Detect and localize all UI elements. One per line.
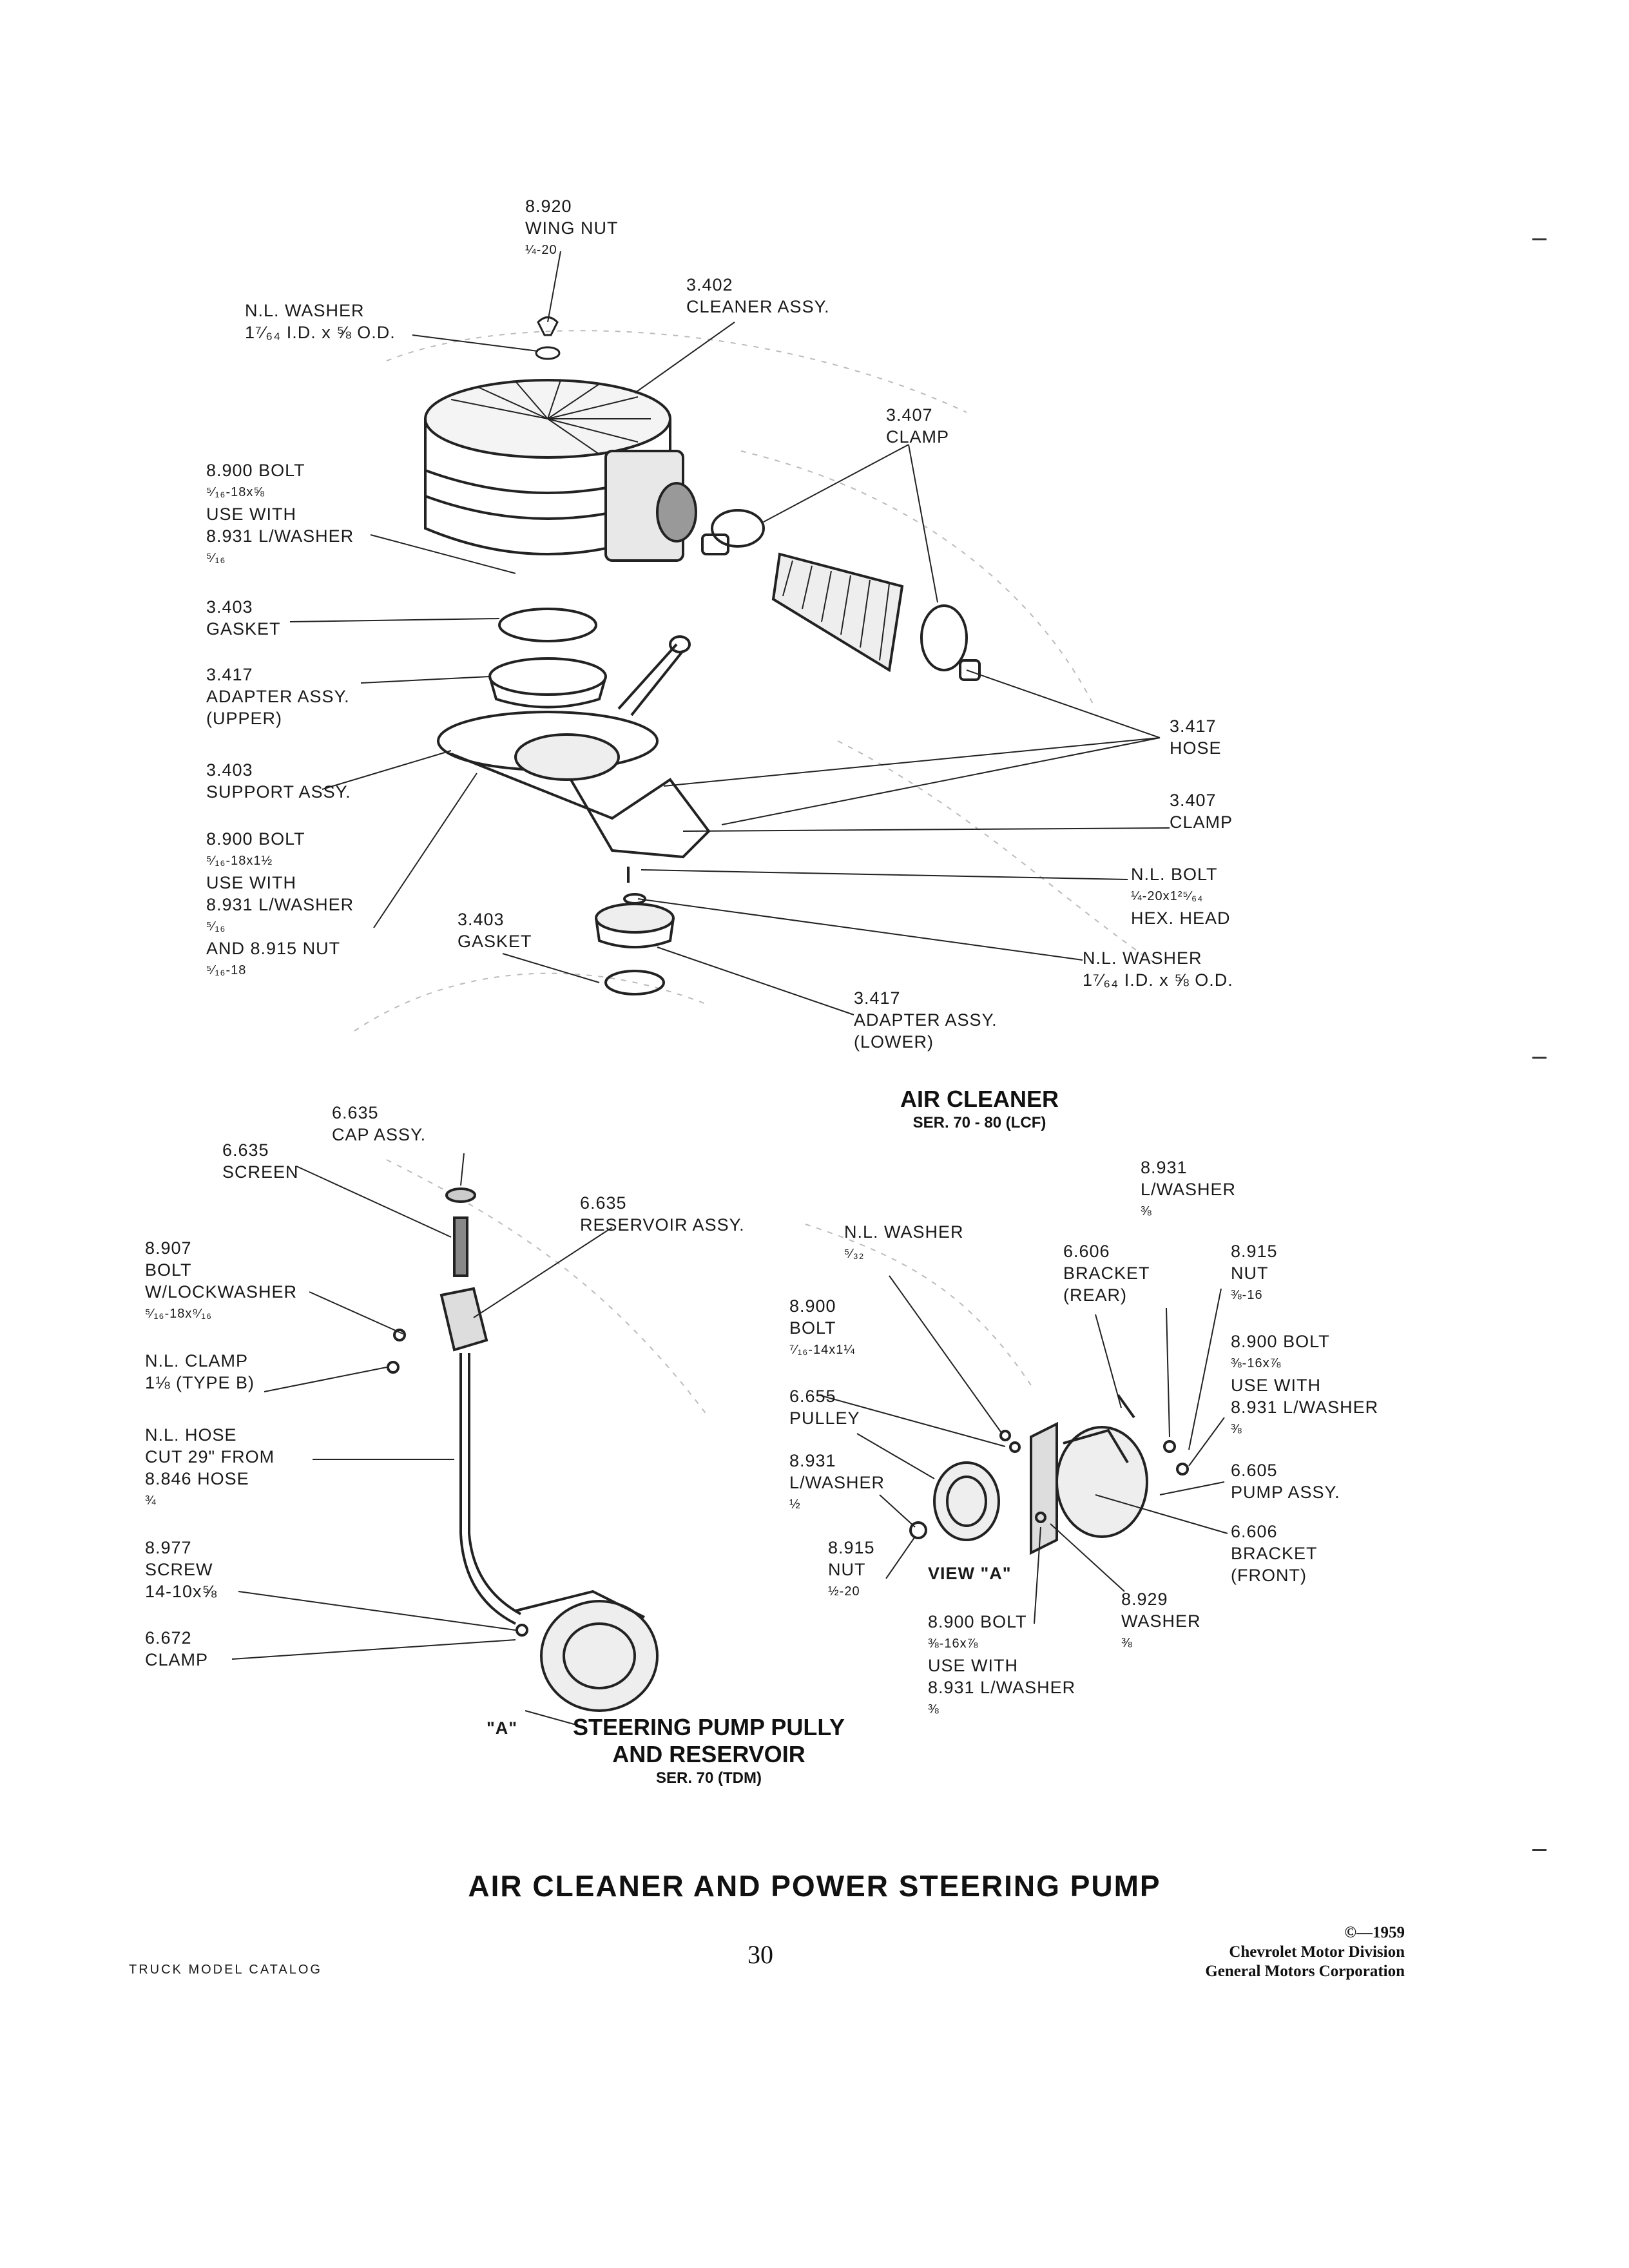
label-view-a: VIEW "A"	[928, 1564, 1012, 1583]
air-cleaner-drawing	[424, 379, 697, 562]
wing-nut-drawing	[535, 316, 561, 360]
support-assembly-drawing	[437, 608, 711, 859]
lower-adapter-drawing	[595, 867, 675, 995]
edge-mark	[1532, 1057, 1547, 1059]
caption-steering: STEERING PUMP PULLY AND RESERVOIR SER. 7…	[572, 1714, 845, 1787]
pump-view-a-drawing	[909, 1394, 1189, 1555]
footer-publisher: ©—1959 Chevrolet Motor Division General …	[1205, 1924, 1405, 1980]
page-title: AIR CLEANER AND POWER STEERING PUMP	[468, 1869, 1161, 1903]
caption-air-cleaner: AIR CLEANER SER. 70 - 80 (LCF)	[900, 1086, 1059, 1131]
page-number: 30	[747, 1940, 773, 1969]
label-a-marker: "A"	[487, 1718, 518, 1738]
edge-mark	[1532, 238, 1547, 240]
hose-drawing	[701, 509, 981, 681]
edge-mark	[1532, 1849, 1547, 1851]
footer-catalog-name: TRUCK MODEL CATALOG	[129, 1963, 322, 1977]
reservoir-drawing	[387, 1187, 659, 1712]
